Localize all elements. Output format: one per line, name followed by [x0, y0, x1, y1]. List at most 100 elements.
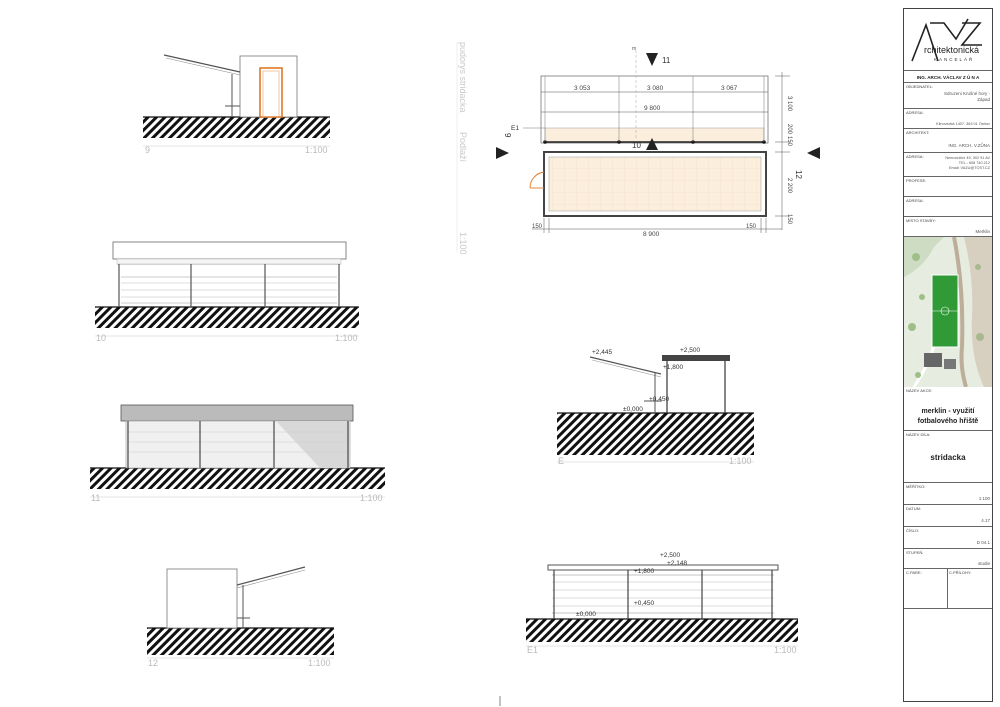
dim-right-bottom: 150 [786, 214, 792, 225]
marker-9: 9 [503, 133, 512, 138]
marker-10: 10 [632, 141, 641, 150]
title-block: rchitektonická KANCELÁŘ ING. ARCH. VÁCLA… [903, 8, 993, 702]
view-9: 9 1:100 [143, 54, 330, 155]
address2-line2: TEL.: 608 740 212 [958, 161, 990, 165]
roof-line [163, 54, 241, 73]
dim-total-base: 8 900 [643, 231, 660, 238]
ground-hatch [557, 413, 754, 455]
sig-divider [947, 569, 948, 609]
level-top2: +2,148 [667, 560, 687, 567]
dim-left-edge: 150 [532, 224, 543, 230]
view-id: 10 [96, 333, 106, 343]
address2-line1: Nemocniční 49, 302 91 AV [945, 156, 990, 160]
signature-row: C.PARE: C.PŘÍLOHY: [904, 569, 992, 609]
level-zero: ±0,000 [576, 611, 596, 618]
date-value: 4.17 [981, 518, 990, 523]
address2-lines: Nemocniční 49, 302 91 AV TEL.: 608 740 2… [945, 156, 990, 171]
view-scale: 1:100 [335, 333, 358, 343]
site-value: Merklin [975, 229, 990, 234]
address2-line3: Email: VAZU@TOST.CZ [948, 166, 990, 170]
dim-bay2: 3 080 [647, 85, 664, 92]
stage-row: STUPEŇ: studie [904, 549, 992, 569]
architect-info-row: ARCHITEKT: ING. ARCH. V.ZŮNA [904, 129, 992, 153]
architect-label: ARCHITEKT: [906, 130, 930, 135]
view-scale: 1:100 [774, 645, 797, 655]
view-scale: 1:100 [305, 145, 328, 155]
view-scale: 1:100 [729, 456, 752, 466]
logo-line2: KANCELÁŘ [934, 57, 975, 62]
ground-hatch [143, 117, 330, 138]
part-value: stridacka [930, 453, 966, 462]
scale-value: 1:100 [978, 496, 990, 501]
roof-fascia [112, 241, 347, 260]
door-swing [529, 171, 545, 189]
project-line2: fotbalového hřiště [917, 418, 979, 425]
view-11: 11 1:100 [90, 404, 385, 503]
stage-value: studie [977, 561, 990, 566]
part-row: NÁZEV DÍLA: stridacka [904, 431, 992, 483]
level-zero: ±0,000 [623, 406, 643, 413]
view-id: 11 [91, 493, 100, 503]
view-scale: 1:100 [308, 658, 331, 668]
section-e1: +2,500 +2,148 +1,800 +0,450 ±0,000 E1 1:… [526, 552, 798, 655]
ground-hatch [147, 628, 334, 655]
view-scale: 1:100 [360, 493, 383, 503]
project-row: NÁZEV AKCE: merklin - využití fotbalovéh… [904, 387, 992, 431]
profese-row: PROFESE: [904, 177, 992, 197]
site-map [904, 237, 992, 387]
level-top: +2,500 [660, 552, 680, 559]
roof-line [236, 566, 306, 586]
address3-row: ADRESA: [904, 197, 992, 217]
level-bench: +0,450 [649, 396, 669, 403]
sig1-label: C.PARE: [906, 570, 922, 575]
level-mid: +1,800 [663, 364, 683, 371]
address2-row: ADRESA: Nemocniční 49, 302 91 AV TEL.: 6… [904, 153, 992, 177]
ground-hatch [526, 619, 798, 642]
address-row: ADRESA: Klinovecká 1407, 363 01 Ostrov [904, 109, 992, 129]
dim-right-mid2: 150 [786, 136, 792, 147]
address2-label: ADRESA: [906, 154, 924, 159]
scale-label: MĚŘÍTKO: [906, 484, 926, 489]
date-row: DATUM: 4.17 [904, 505, 992, 527]
logo-area: rchitektonická KANCELÁŘ [904, 9, 992, 71]
client-value: Sdruzeni Krušné hory - Západ [943, 91, 990, 102]
floor-area [548, 156, 762, 212]
sheet-row: ČÍSLO: D 04.1 [904, 527, 992, 549]
view-id: 12 [148, 658, 158, 668]
dim-right-lower: 2 200 [786, 178, 792, 194]
plan-scale: 1:100 [458, 232, 468, 255]
sig2-label: C.PŘÍLOHY: [949, 570, 972, 575]
view-id: E1 [527, 645, 538, 655]
ground-hatch [95, 307, 359, 328]
architect-value: ING. ARCH. V.ZŮNA [948, 143, 990, 148]
roof-fascia [120, 404, 354, 422]
address-label: ADRESA: [906, 110, 924, 115]
section-arrow-9 [496, 147, 509, 159]
view-12: 12 1:100 [147, 566, 334, 668]
ground-hatch [90, 468, 385, 489]
dim-bay3: 3 067 [721, 85, 738, 92]
level-bench: +0,450 [634, 600, 654, 607]
dim-right-edge: 150 [746, 224, 757, 230]
dim-right-top: 3 100 [786, 96, 792, 112]
plan-title: pudorys stridacka [458, 42, 468, 113]
marker-11: 11 [662, 56, 671, 65]
sheet-label: ČÍSLO: [906, 528, 920, 533]
address-value: Klinovecká 1407, 363 01 Ostrov [936, 122, 990, 126]
marker-e1: E1 [511, 125, 519, 132]
dim-right-mid1: 200 [786, 124, 792, 135]
marker-m: m [632, 46, 636, 52]
level-mid: +1,800 [634, 568, 654, 575]
scale-row: MĚŘÍTKO: 1:100 [904, 483, 992, 505]
project-label: NÁZEV AKCE: [906, 388, 933, 393]
site-label: MÍSTO STAVBY: [906, 218, 936, 223]
view-id: E [558, 456, 564, 466]
profese-label: PROFESE: [906, 178, 927, 183]
canopy-roof [589, 356, 662, 375]
date-label: DATUM: [906, 506, 922, 511]
floor-plan: pudorys stridacka Podlaží 1:100 3 053 3 … [456, 42, 820, 255]
logo [911, 18, 982, 62]
dim-total-roof: 9 800 [644, 105, 661, 112]
view-10: 10 1:100 [95, 241, 359, 343]
